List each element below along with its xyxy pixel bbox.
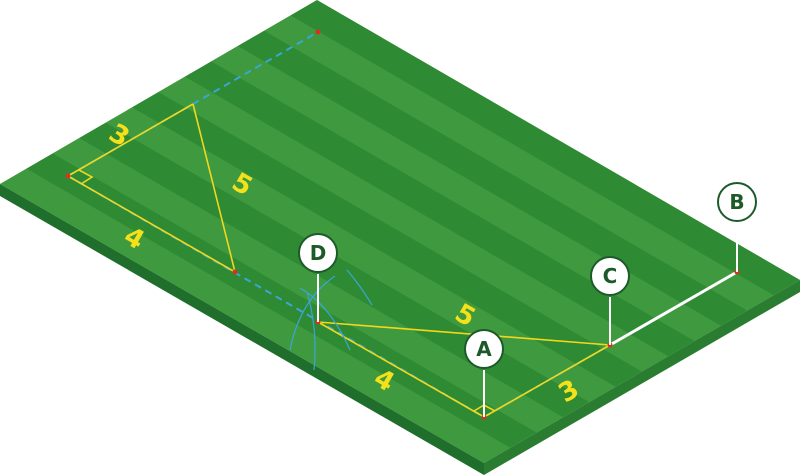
arc-2 <box>299 287 351 351</box>
triangle-left <box>67 103 236 273</box>
pin-a-label: A <box>476 337 492 361</box>
arc-4 <box>346 269 373 306</box>
triangle-right-side-3 <box>483 344 611 418</box>
compass-arcs <box>289 269 373 371</box>
pin-a-badge <box>464 329 504 369</box>
pin-d-label: D <box>310 241 327 265</box>
triangle-right-hypotenuse <box>317 321 611 346</box>
mowing-stripe <box>0 168 511 463</box>
mowing-stripe <box>79 122 590 418</box>
field-side-left <box>0 184 484 475</box>
right-angle-marker-left <box>78 169 94 185</box>
triangle-right-side-4 <box>317 321 485 418</box>
mowing-stripe <box>264 15 774 311</box>
point-far-corner <box>315 29 321 35</box>
pin-d: D <box>298 233 338 322</box>
pin-b-label: B <box>729 190 744 214</box>
boundary-line-c-to-b <box>609 270 738 347</box>
mowing-stripe <box>105 107 616 402</box>
mowing-stripes <box>0 0 800 463</box>
point-left-corner <box>65 173 71 179</box>
arc-1 <box>289 275 336 351</box>
mowing-stripe <box>237 30 748 326</box>
field-side-right <box>484 280 800 475</box>
arc-3 <box>306 291 316 371</box>
pin-b-badge <box>717 182 757 222</box>
mowing-stripe <box>132 92 643 387</box>
mowing-stripe <box>52 138 563 433</box>
pin-d-badge <box>298 233 338 273</box>
triangle-left-hypotenuse <box>192 103 236 273</box>
point-left-4 <box>232 269 238 275</box>
mowing-stripe <box>158 76 669 372</box>
pin-a: A <box>464 329 504 417</box>
pin-b: B <box>717 182 757 272</box>
pin-c-badge <box>590 256 630 296</box>
mowing-stripe <box>290 0 800 296</box>
triangle-left-side-4 <box>67 175 236 273</box>
pin-c: C <box>590 256 630 345</box>
pin-c-label: C <box>603 264 618 288</box>
triangle-left-side-3 <box>67 103 194 177</box>
mowing-stripe <box>184 61 695 357</box>
